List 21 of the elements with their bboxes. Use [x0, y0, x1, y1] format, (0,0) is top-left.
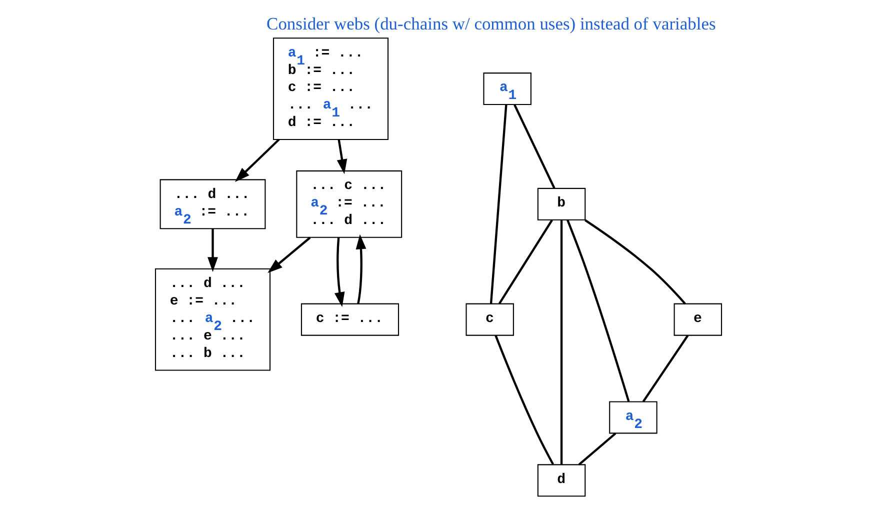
connector [498, 220, 553, 304]
connector [490, 104, 508, 304]
connector [560, 220, 563, 464]
arrow [208, 228, 218, 272]
node-box: b [537, 188, 586, 220]
arrow [234, 138, 280, 182]
diagram-title: Consider webs (du-chains w/ common uses) instead of variables [266, 13, 716, 34]
arrow [336, 139, 348, 174]
connector [578, 432, 616, 466]
node-box: d [537, 464, 586, 497]
arrow [334, 238, 345, 307]
node-box: c [466, 303, 514, 336]
connector [642, 334, 689, 402]
arrow [356, 234, 366, 304]
connector [584, 219, 686, 305]
arrow [268, 236, 311, 273]
connector [494, 335, 554, 465]
node-box: c := ... [300, 303, 400, 336]
connector [566, 220, 630, 402]
node-box: e [674, 303, 722, 336]
connector [514, 104, 556, 189]
